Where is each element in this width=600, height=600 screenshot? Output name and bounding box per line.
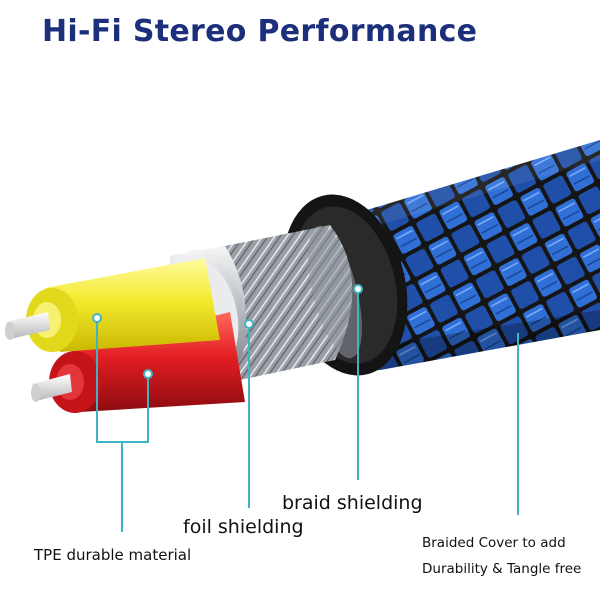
leader-lines xyxy=(96,289,519,532)
foil-shielding-label: foil shielding xyxy=(183,516,304,538)
braid-marker xyxy=(353,284,363,294)
braided-cover-label: Braided Cover to add Durability & Tangle… xyxy=(422,530,581,582)
tpe-marker-yellow xyxy=(92,313,102,323)
yellow-wire xyxy=(45,258,220,352)
tpe-marker-red xyxy=(143,369,153,379)
foil-marker xyxy=(244,319,254,329)
page-title: Hi-Fi Stereo Performance xyxy=(42,14,478,49)
braided-cover-label-line1: Braided Cover to add xyxy=(422,535,566,551)
tpe-label: TPE durable material xyxy=(34,546,192,564)
braided-cover-label-line2: Durability & Tangle free xyxy=(422,561,582,577)
braid-shielding-label: braid shielding xyxy=(282,492,423,514)
